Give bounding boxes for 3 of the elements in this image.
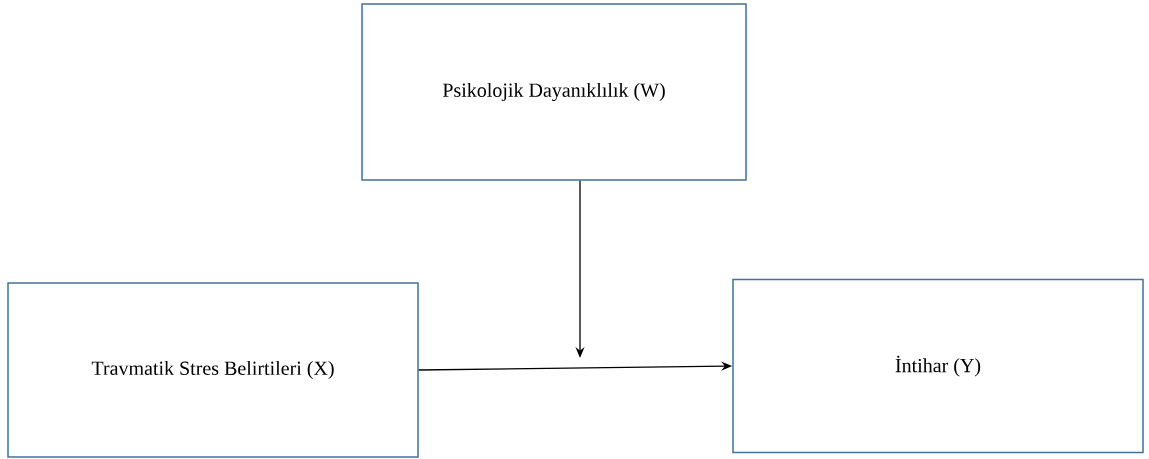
text-box: Travmatik Stres Belirtileri (X) — [7, 282, 419, 458]
text-box: Psikolojik Dayanıklılık (W) — [361, 3, 747, 181]
text-box: İntihar (Y) — [732, 278, 1144, 454]
